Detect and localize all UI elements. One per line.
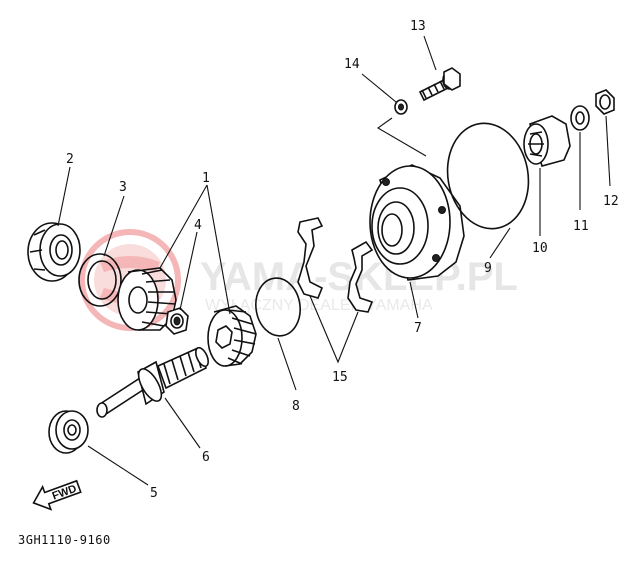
callout-3: 3: [119, 180, 127, 195]
leader-lines: [57, 35, 611, 486]
callout-4: 4: [194, 218, 202, 233]
fwd-arrow: FWD: [32, 479, 82, 511]
callout-12: 12: [603, 194, 619, 209]
callout-13: 13: [410, 19, 426, 34]
part-14-washer: [394, 99, 408, 115]
fwd-label: FWD: [51, 483, 79, 503]
part-9-large-o-ring: [446, 122, 530, 230]
part-11-washer: [570, 105, 590, 131]
part-3-spacer: [78, 253, 122, 307]
callout-10: 10: [532, 241, 548, 256]
callout-7: 7: [414, 321, 422, 336]
part-12-nut: [595, 89, 615, 115]
part-15-clip-lower: [347, 240, 374, 313]
part-15-clip-upper: [297, 217, 324, 299]
part-7-housing: [369, 164, 465, 281]
part-5-bearing: [48, 410, 89, 454]
part-code: 3GH1110-9160: [18, 533, 111, 547]
assembly-line: [376, 117, 427, 157]
watermark-sub-text: WYŁĄCZNY DEALER YAMAHA: [205, 297, 433, 314]
part-13-bolt: [418, 67, 461, 102]
watermark: YAMA-SKLEP.PL WYŁĄCZNY DEALER YAMAHA: [79, 229, 518, 331]
part-8-o-ring: [255, 277, 301, 337]
part-6-shaft: [96, 346, 209, 418]
callout-1: 1: [202, 171, 210, 186]
callouts: 1 2 3 4 5 6 7 8 9 10 11 12 13 14 15: [66, 19, 619, 501]
callout-15: 15: [332, 370, 348, 385]
callout-14: 14: [344, 57, 360, 72]
callout-8: 8: [292, 399, 300, 414]
part-1-bevel-gear-right: [207, 305, 257, 367]
callout-2: 2: [66, 152, 74, 167]
callout-11: 11: [573, 219, 589, 234]
callout-6: 6: [202, 450, 210, 465]
part-10-collar: [523, 115, 571, 167]
callout-9: 9: [484, 261, 492, 276]
part-1-bevel-gear-left: [117, 267, 177, 331]
callout-5: 5: [150, 486, 158, 501]
part-2-bearing: [27, 222, 81, 282]
part-4-nut: [165, 307, 189, 335]
